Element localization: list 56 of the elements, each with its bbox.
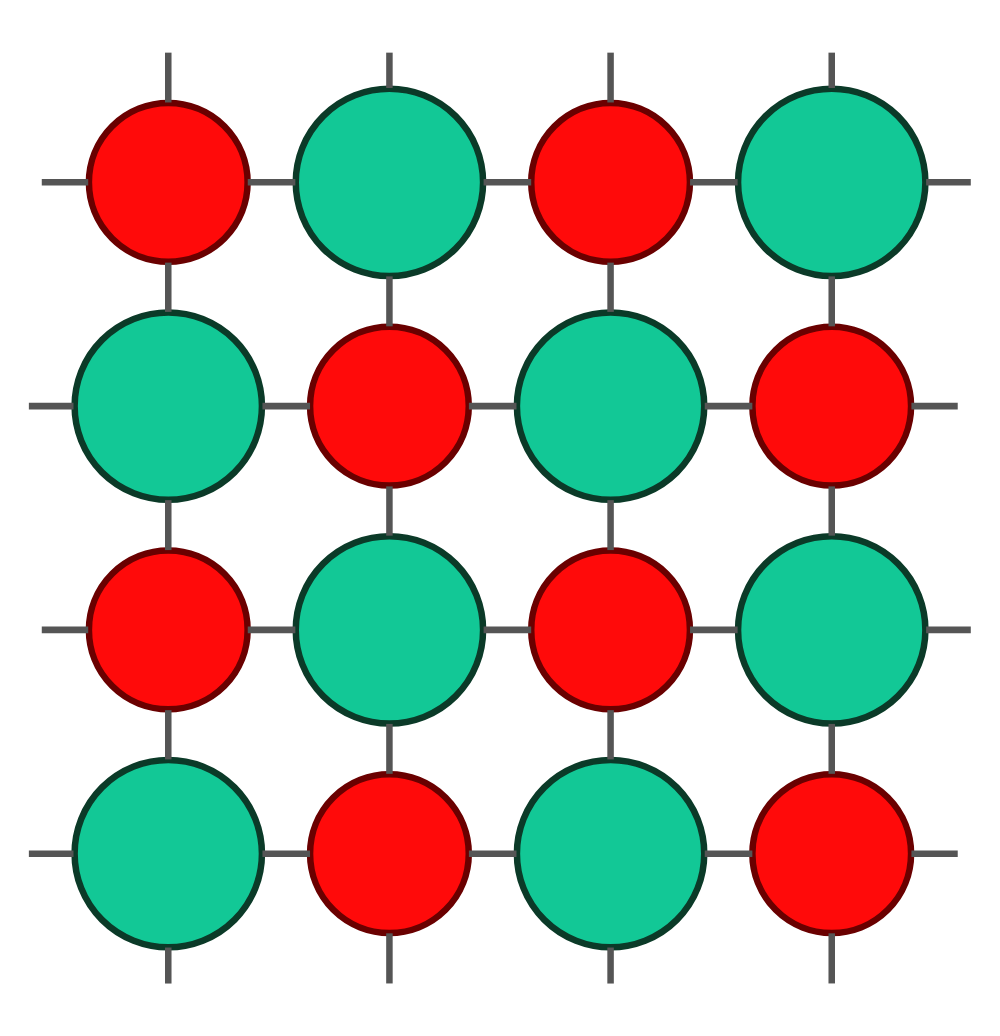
connector xyxy=(926,626,971,634)
connector xyxy=(828,486,835,536)
connector xyxy=(483,626,532,634)
node-circle xyxy=(749,323,915,489)
node-circle xyxy=(527,99,694,265)
connector xyxy=(386,486,393,536)
connector xyxy=(828,933,835,984)
node-circle xyxy=(734,85,929,280)
connector xyxy=(386,723,393,774)
connector xyxy=(165,710,172,760)
node-circle xyxy=(292,532,487,727)
connector xyxy=(911,402,958,410)
node-circle xyxy=(71,756,266,951)
node-circle xyxy=(513,756,708,951)
connector xyxy=(926,179,971,186)
node-circle xyxy=(734,532,929,727)
connector xyxy=(28,850,74,857)
connector xyxy=(828,52,835,89)
connector xyxy=(704,850,753,857)
connector xyxy=(690,626,738,634)
connector xyxy=(607,500,614,551)
connector xyxy=(468,402,517,410)
connector xyxy=(41,179,89,186)
node-circle xyxy=(749,771,915,937)
connector xyxy=(607,262,614,312)
node-circle xyxy=(513,309,708,504)
node-circle xyxy=(306,771,473,937)
connector xyxy=(828,276,835,327)
connector xyxy=(262,402,311,410)
node-circle xyxy=(306,323,473,489)
node-circle xyxy=(527,547,694,713)
connector xyxy=(911,850,958,857)
connector xyxy=(607,947,614,984)
connector xyxy=(165,262,172,312)
connector xyxy=(386,276,393,327)
connector xyxy=(247,179,296,186)
connector xyxy=(828,723,835,774)
node-circle xyxy=(85,547,251,713)
node-circle xyxy=(292,85,487,280)
connector xyxy=(607,52,614,103)
connector xyxy=(41,626,89,634)
connector xyxy=(483,179,532,186)
connector xyxy=(690,179,738,186)
connector xyxy=(247,626,296,634)
connector xyxy=(262,850,311,857)
connector xyxy=(165,52,172,103)
connector xyxy=(165,947,172,984)
connector xyxy=(386,52,393,89)
connector xyxy=(468,850,517,857)
connector xyxy=(386,933,393,984)
node-circle xyxy=(71,309,266,504)
connector xyxy=(165,500,172,551)
node-circle xyxy=(85,99,251,265)
connector xyxy=(28,402,74,410)
connector xyxy=(607,710,614,760)
connector xyxy=(704,402,753,410)
